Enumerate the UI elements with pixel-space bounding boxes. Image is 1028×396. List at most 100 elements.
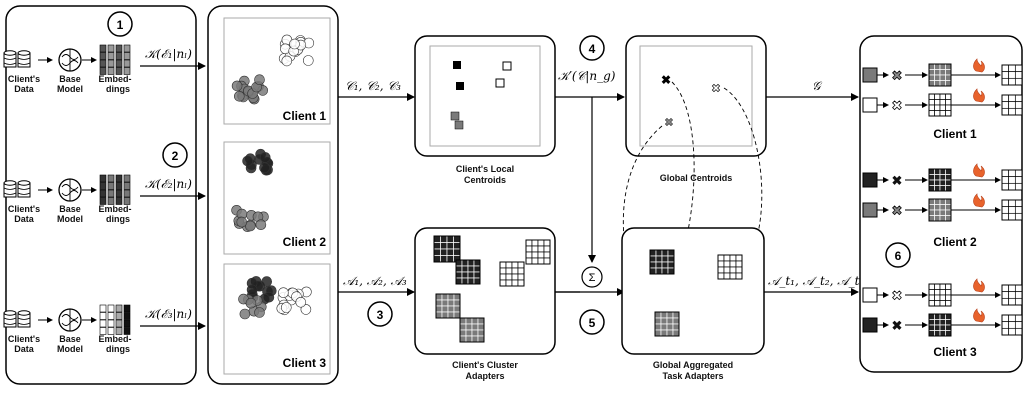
adapter-grid [928,168,952,192]
global-g-arrow: 𝒢 [766,79,859,101]
data-point [281,55,293,67]
centroid-x-icon: ✖ [892,68,903,83]
adapter-grid-gray [459,317,485,343]
embeddings-label: dings [106,344,130,354]
client-inference-rows: ✖✖✖✖✖✖ [862,58,1023,337]
centroid-black [453,61,461,69]
cluster-client-1-label: Client 1 [283,109,327,123]
global-adapter-grids [649,249,743,337]
step-2-marker: 2 [162,142,188,168]
adapter-grid-white [499,261,525,287]
data-label: Client's [8,204,40,214]
data-point [242,155,253,167]
data-point [236,216,248,228]
embeddings-label: Embed- [98,74,131,84]
adapter-grid-black [455,259,481,285]
client-rows: Client'sDataBaseModelEmbed-dingsClient's… [3,44,132,354]
data-label: Client's [8,334,40,344]
kappa-2-label: 𝒦(ℰ₂|nₗ) [145,177,192,191]
data-point [234,91,245,102]
kappa-arrow-3: 𝒦(ℰ₃|nₗ) [140,307,206,330]
task-adapters-arrow: 𝒜_t₁, 𝒜_t₂, 𝒜_t₃ [764,274,864,296]
global-adapter-grid-white [717,254,743,280]
output-grid [1001,64,1023,86]
data-point [280,302,292,313]
cluster-adapters-title-line2: Adapters [465,371,504,381]
sum-symbol: Σ [589,272,596,284]
step-6-label: 6 [895,249,902,263]
global-centroid-x-black: ✖ [661,73,671,87]
step-5-label: 5 [589,316,596,330]
global-centroids-plot [639,45,753,147]
data-point [254,307,265,318]
input-square [862,317,878,333]
data-point [259,162,270,174]
brain-icon [58,48,82,72]
input-square [862,67,878,83]
inference-row: ✖ [862,88,1023,117]
output-grid [1001,169,1023,191]
inference-row: ✖ [862,58,1023,87]
input-square [862,172,878,188]
client-3-cluster-plot [223,263,331,375]
global-adapter-grid-black [649,249,675,275]
data-point [278,287,289,299]
global-centroid-x-gray: ✖ [664,117,673,129]
data-point [295,296,307,308]
centroid-x-icon: ✖ [892,203,903,218]
kappa-1-label: 𝒦(ℰ₁|nₗ) [145,47,192,61]
output-grid [1001,94,1023,116]
data-point [254,74,265,85]
input-square [862,202,878,218]
model-label: Base [59,334,81,344]
task-adapters-label: 𝒜_t₁, 𝒜_t₂, 𝒜_t₃ [768,274,864,288]
local-centroids-title-line1: Client's Local [456,164,514,174]
brain-icon [58,308,82,332]
inference-row: ✖ [862,278,1023,307]
adapter-grid [928,63,952,87]
inference-row: ✖ [862,163,1023,192]
step-2-label: 2 [172,149,179,163]
cluster-points [231,34,315,320]
inference-row: ✖ [862,308,1023,337]
model-label: Model [57,344,83,354]
flame-icon [973,88,985,103]
global-kappa-arrow: 𝒦′(𝒞|n_g) [555,69,625,101]
database-icon [3,180,31,198]
data-point [255,219,267,230]
data-label: Data [14,214,35,224]
sum-node: Σ [581,266,603,288]
model-label: Model [57,214,83,224]
step-4-label: 4 [589,42,596,56]
cluster-adapters-title-line1: Client's Cluster [452,360,518,370]
right-client-1-label: Client 1 [933,127,977,141]
global-kappa-label: 𝒦′(𝒞|n_g) [558,69,616,83]
global-adapters-title-line2: Task Adapters [662,371,723,381]
data-point [246,284,258,296]
centroid-gray [450,111,460,121]
output-grid [1001,199,1023,221]
database-icon [3,50,31,68]
adapters-arrow: 𝒜₁, 𝒜₂, 𝒜₃ [338,274,415,296]
step-1-marker: 1 [107,11,133,37]
global-centroid-x-white: ✖ [711,83,720,95]
adapter-grid-white [525,239,551,265]
data-point [289,38,300,50]
adapter-grid-black [433,235,461,263]
data-label: Data [14,344,35,354]
local-centroids-plot [429,45,541,147]
adapter-grid [928,283,952,307]
brain-icon [58,178,82,202]
flame-icon [973,193,985,208]
global-adapters-box [621,227,765,355]
global-g-label: 𝒢 [812,79,823,93]
model-label: Base [59,74,81,84]
step-6-marker: 6 [885,242,911,268]
output-grid [1001,284,1023,306]
centroid-white [495,78,505,88]
kappa-arrow-1: 𝒦(ℰ₁|nₗ) [140,47,206,70]
client-1-cluster-plot [223,17,331,125]
